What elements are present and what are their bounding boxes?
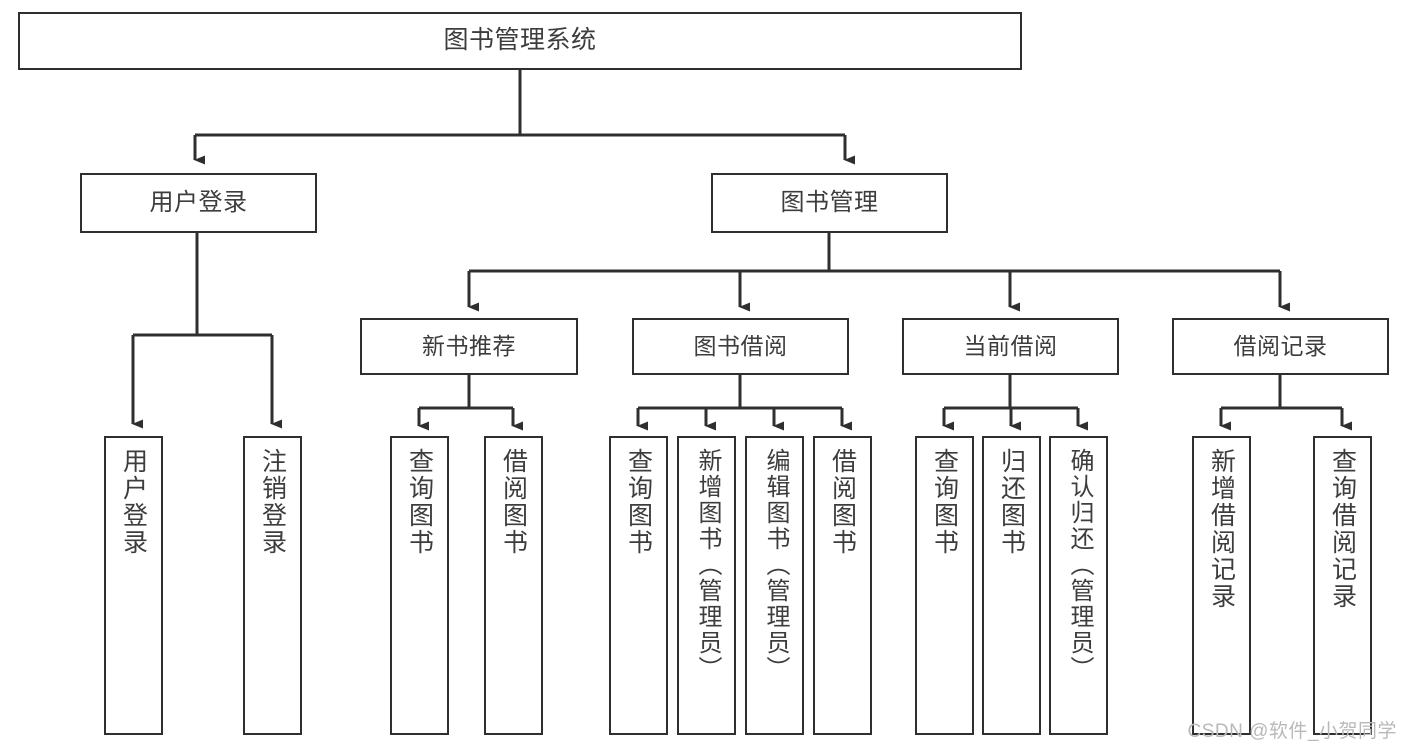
node-leaf-query-books-3[interactable]: 查询图书 <box>915 436 974 735</box>
node-leaf-query-books-2[interactable]: 查询图书 <box>609 436 668 735</box>
node-book-management[interactable]: 图书管理 <box>711 173 948 233</box>
node-label: 借阅图书 <box>499 448 528 556</box>
node-label: 用户登录 <box>119 448 148 556</box>
node-current-borrow[interactable]: 当前借阅 <box>902 318 1119 375</box>
node-leaf-user-login[interactable]: 用户登录 <box>104 436 163 735</box>
node-leaf-edit-book-admin[interactable]: 编辑图书（管理员） <box>745 436 804 735</box>
node-label: 归还图书 <box>997 448 1026 556</box>
node-label: 新书推荐 <box>422 332 516 359</box>
node-leaf-borrow-books-1[interactable]: 借阅图书 <box>484 436 543 735</box>
node-leaf-query-borrow-record[interactable]: 查询借阅记录 <box>1313 436 1372 735</box>
node-label: 编辑图书（管理员） <box>761 448 789 682</box>
node-label: 确认归还（管理员） <box>1065 448 1093 682</box>
node-book-management-system[interactable]: 图书管理系统 <box>18 12 1022 70</box>
node-label: 新增图书（管理员） <box>693 448 721 682</box>
node-label: 查询图书 <box>624 448 653 556</box>
node-label: 查询借阅记录 <box>1328 448 1357 610</box>
node-book-borrow[interactable]: 图书借阅 <box>632 318 849 375</box>
node-leaf-add-borrow-record[interactable]: 新增借阅记录 <box>1192 436 1251 735</box>
node-label: 图书管理 <box>780 188 879 216</box>
node-leaf-borrow-books-2[interactable]: 借阅图书 <box>813 436 872 735</box>
node-label: 查询图书 <box>405 448 434 556</box>
node-label: 图书管理系统 <box>443 26 597 55</box>
node-leaf-logout-login[interactable]: 注销登录 <box>243 436 302 735</box>
node-user-login[interactable]: 用户登录 <box>80 173 317 233</box>
node-label: 用户登录 <box>149 188 248 216</box>
node-leaf-add-book-admin[interactable]: 新增图书（管理员） <box>677 436 736 735</box>
node-label: 当前借阅 <box>963 332 1058 359</box>
node-borrow-record[interactable]: 借阅记录 <box>1172 318 1389 375</box>
node-leaf-confirm-return-admin[interactable]: 确认归还（管理员） <box>1049 436 1108 735</box>
node-label: 图书借阅 <box>693 332 788 359</box>
node-label: 借阅图书 <box>828 448 857 556</box>
csdn-watermark: CSDN @软件_小贺同学 <box>1187 721 1397 742</box>
node-new-book-recommend[interactable]: 新书推荐 <box>360 318 578 375</box>
node-leaf-return-books[interactable]: 归还图书 <box>982 436 1041 735</box>
node-label: 新增借阅记录 <box>1207 448 1236 610</box>
node-leaf-query-books-1[interactable]: 查询图书 <box>390 436 449 735</box>
node-label: 借阅记录 <box>1233 332 1328 359</box>
node-label: 查询图书 <box>930 448 959 556</box>
node-label: 注销登录 <box>258 448 287 556</box>
